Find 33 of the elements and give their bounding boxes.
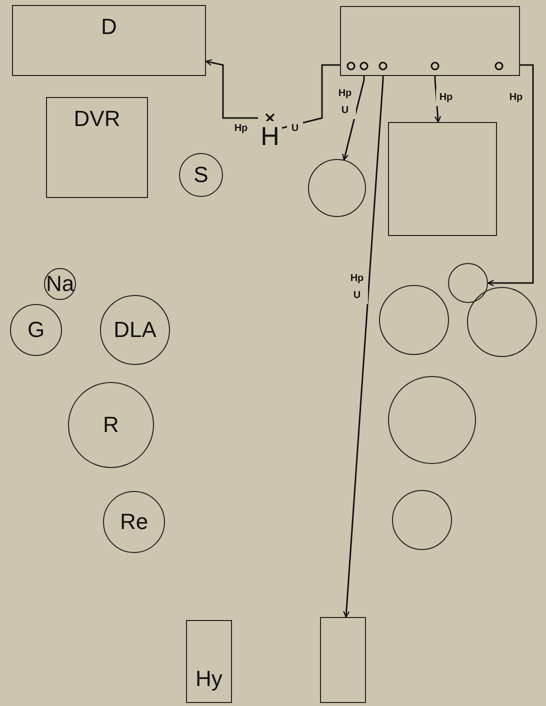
circle-node	[103, 491, 165, 553]
arrow	[342, 76, 365, 160]
circle-node	[100, 295, 170, 365]
empty-box	[388, 122, 497, 236]
circle-node	[10, 304, 62, 356]
node-label: G	[27, 317, 45, 343]
empty-circle	[467, 287, 537, 357]
empty-circle	[388, 376, 476, 464]
arrow	[434, 76, 442, 123]
node-label: S	[194, 162, 208, 188]
node-label: Hy	[196, 666, 222, 692]
circle-node	[179, 153, 223, 197]
arrow	[205, 59, 258, 119]
empty-circle	[308, 159, 366, 217]
node-label: H	[260, 121, 280, 152]
arrow	[343, 76, 384, 618]
box-node	[186, 620, 232, 703]
empty-box	[320, 617, 366, 703]
empty-circle	[379, 285, 449, 355]
node-label: DLA	[114, 317, 156, 343]
node-label: R	[103, 412, 119, 438]
box-node	[46, 97, 148, 198]
node-label: D	[101, 14, 117, 40]
node-label: DVR	[74, 106, 120, 132]
box-node	[12, 5, 206, 76]
node-label: Na	[46, 271, 74, 297]
empty-box	[340, 6, 520, 76]
node-label: Re	[120, 509, 148, 535]
connector-line	[282, 64, 340, 129]
arrow	[487, 64, 534, 286]
empty-circle	[448, 263, 488, 303]
circle-node	[68, 382, 154, 468]
empty-circle	[392, 490, 452, 550]
